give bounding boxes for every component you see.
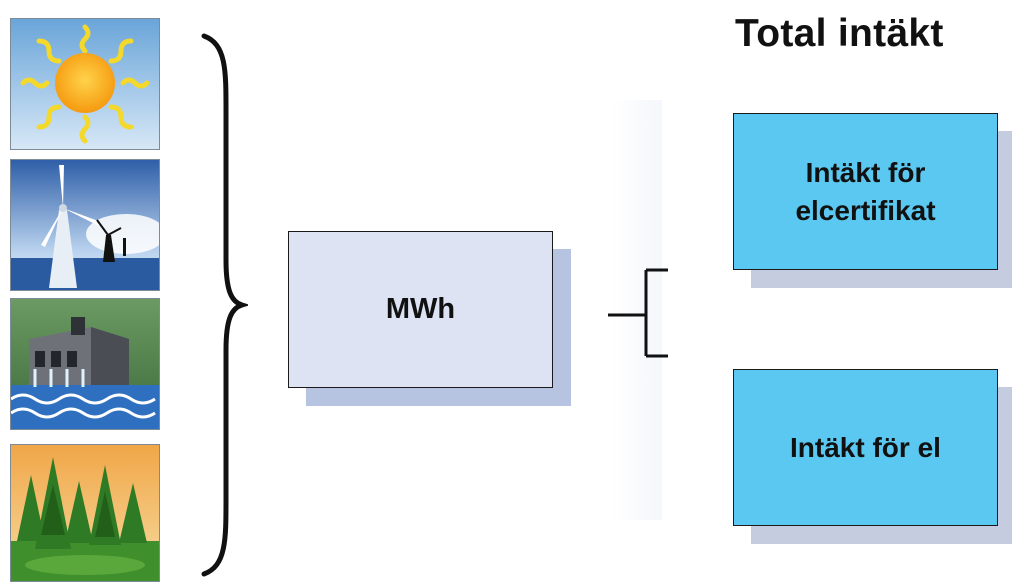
- electricity-label: Intäkt för el: [790, 431, 941, 463]
- certificate-revenue-box: Intäkt för elcertifikat: [733, 113, 998, 270]
- certificate-label-line2: elcertifikat: [795, 194, 936, 226]
- split-bracket: [608, 268, 668, 358]
- certificate-label-line1: Intäkt för: [805, 156, 926, 188]
- diagram-title: Total intäkt: [735, 12, 944, 55]
- mwh-label: MWh: [385, 293, 456, 325]
- mwh-box: MWh: [288, 231, 553, 388]
- sun-icon: [10, 18, 160, 150]
- curly-brace: [201, 33, 248, 577]
- wind-turbine-icon: [10, 159, 160, 291]
- forest-biomass-icon: [10, 444, 160, 582]
- electricity-revenue-box: Intäkt för el: [733, 369, 998, 526]
- hydro-dam-icon: [10, 298, 160, 430]
- background-panel: [612, 100, 662, 520]
